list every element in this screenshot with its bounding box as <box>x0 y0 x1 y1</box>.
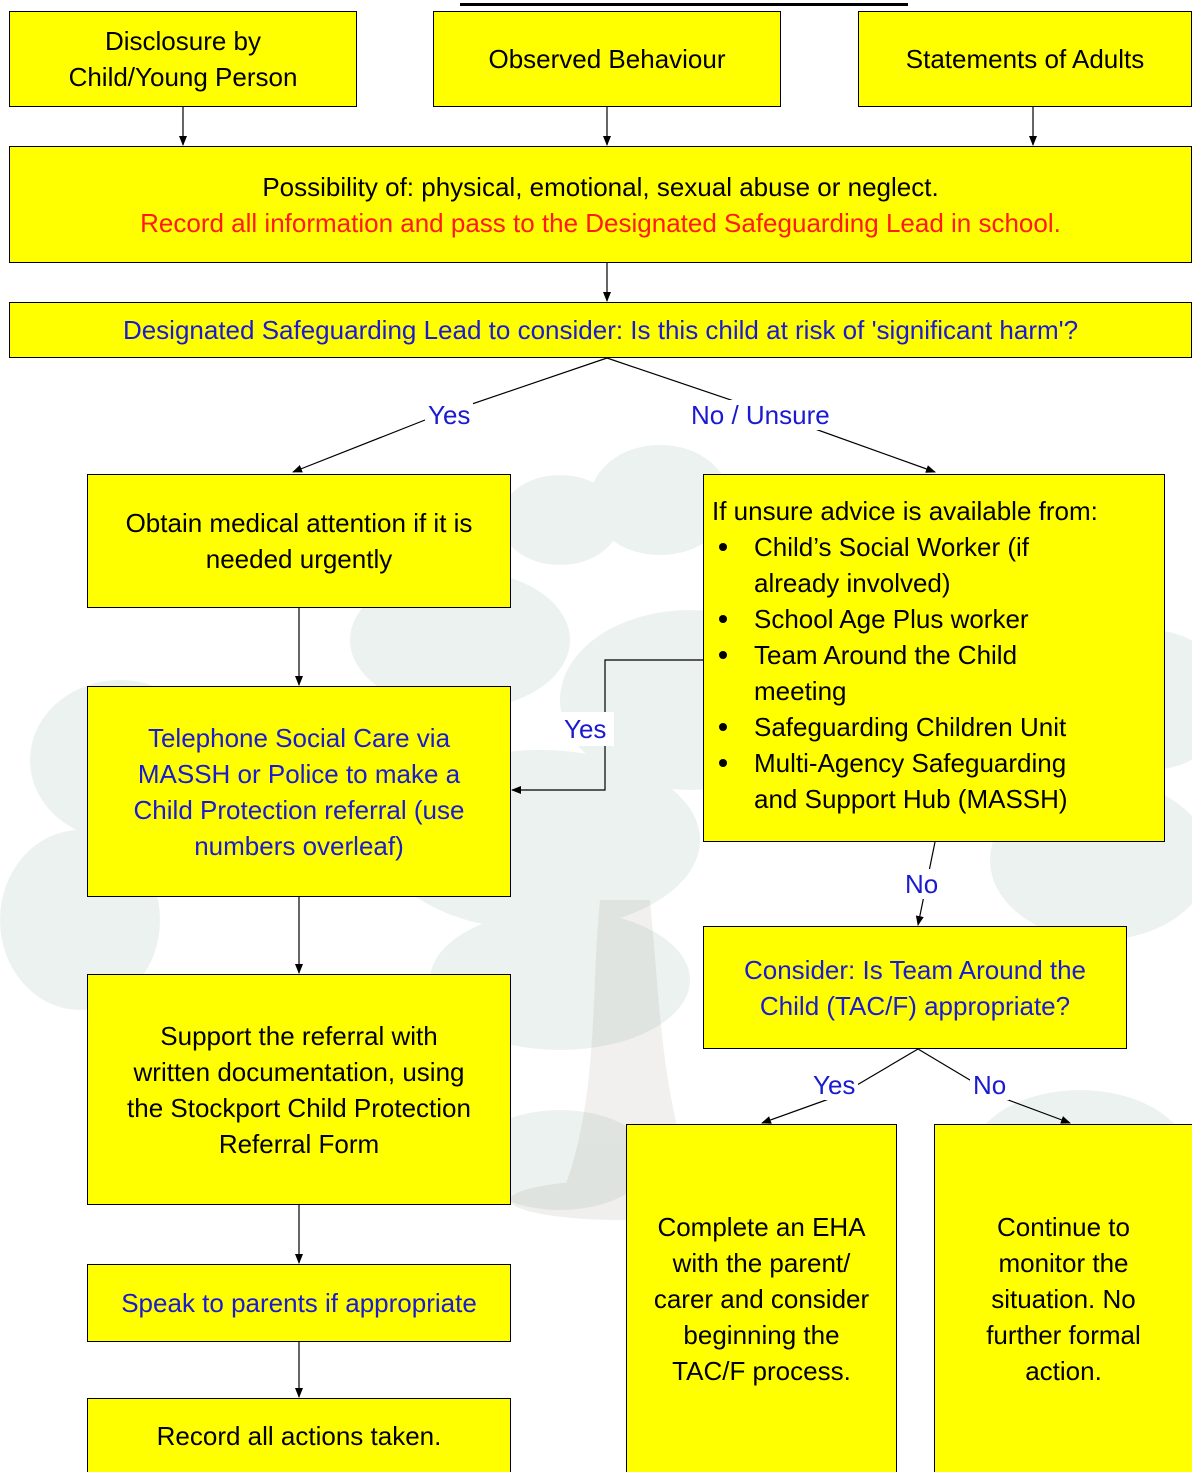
monitor-line-3: situation. No <box>991 1283 1136 1314</box>
record-actions-text: Record all actions taken. <box>156 1420 442 1451</box>
medical-line-1: Obtain medical attention if it is <box>125 508 473 538</box>
eha-line-3: carer and consider <box>653 1283 870 1314</box>
tac-question-line-1: Consider: Is Team Around the <box>743 954 1087 985</box>
telephone-line-1: Telephone Social Care via <box>147 722 451 753</box>
consider-harm-text: Designated Safeguarding Lead to consider… <box>122 315 1079 345</box>
advice-list: Child’s Social Worker (if already involv… <box>712 529 1158 817</box>
disclosure-line-1: Disclosure by <box>104 26 262 56</box>
disclosure-box: Disclosure by Child/Young Person <box>9 11 357 107</box>
advice-item-text: School Age Plus worker <box>754 604 1029 634</box>
telephone-line-3: Child Protection referral (use <box>133 794 465 825</box>
statements-text: Statements of Adults <box>905 44 1145 74</box>
advice-item-text: Team Around the Child <box>754 640 1018 670</box>
yes-label-main: Yes <box>425 400 474 430</box>
telephone-line-2: MASSH or Police to make a <box>137 758 461 789</box>
eha-line-5: TAC/F process. <box>672 1355 851 1386</box>
arrow-yes-to-medical <box>292 419 426 473</box>
eha-line-2: with the parent/ <box>672 1247 851 1278</box>
continue-monitor-box: Continue to monitor the situation. No fu… <box>934 1124 1192 1472</box>
support-line-1: Support the referral with <box>160 1020 438 1051</box>
advice-item: School Age Plus worker <box>712 601 1158 637</box>
no-label-tac: No <box>970 1070 1010 1100</box>
disclosure-line-2: Child/Young Person <box>68 62 298 92</box>
advice-item-text: Child’s Social Worker (if <box>754 532 1030 562</box>
monitor-line-5: action. <box>1025 1355 1102 1386</box>
monitor-line-2: monitor the <box>998 1247 1129 1278</box>
possibility-box: Possibility of: physical, emotional, sex… <box>9 146 1192 263</box>
complete-eha-box: Complete an EHA with the parent/ carer a… <box>626 1124 897 1472</box>
no-unsure-label: No / Unsure <box>688 400 833 430</box>
top-border-strip <box>460 0 908 6</box>
support-line-4: Referral Form <box>218 1128 380 1159</box>
advice-title: If unsure advice is available from: <box>712 496 1098 526</box>
speak-to-parents-text: Speak to parents if appropriate <box>121 1288 477 1318</box>
support-line-3: the Stockport Child Protection <box>127 1092 471 1123</box>
consider-harm-box: Designated Safeguarding Lead to consider… <box>9 302 1192 358</box>
telephone-line-4: numbers overleaf) <box>194 830 404 861</box>
medical-line-2: needed urgently <box>205 544 393 574</box>
tac-question-line-2: Child (TAC/F) appropriate? <box>759 990 1071 1021</box>
medical-attention-box: Obtain medical attention if it is needed… <box>87 474 511 608</box>
advice-item: Child’s Social Worker (if already involv… <box>712 529 1158 601</box>
possibility-instruction: Record all information and pass to the D… <box>140 207 1061 238</box>
yes-label-tac: Yes <box>810 1070 859 1100</box>
tac-question-box: Consider: Is Team Around the Child (TAC/… <box>703 926 1127 1049</box>
monitor-line-1: Continue to <box>997 1211 1130 1242</box>
advice-item: Safeguarding Children Unit <box>712 709 1158 745</box>
observed-behaviour-box: Observed Behaviour <box>433 11 781 107</box>
advice-item-text: Multi-Agency Safeguarding <box>754 748 1067 778</box>
record-actions-box: Record all actions taken. <box>87 1398 511 1472</box>
eha-line-1: Complete an EHA <box>657 1211 866 1242</box>
advice-box: If unsure advice is available from: Chil… <box>703 474 1165 842</box>
speak-to-parents-box: Speak to parents if appropriate <box>87 1264 511 1342</box>
advice-item-text: already involved) <box>754 568 951 598</box>
support-line-2: written documentation, using <box>133 1056 465 1087</box>
advice-item: Multi-Agency Safeguarding and Support Hu… <box>712 745 1158 817</box>
advice-item-text: and Support Hub (MASSH) <box>754 784 1068 814</box>
advice-item: Team Around the Child meeting <box>712 637 1158 709</box>
no-label-advice: No <box>902 869 942 899</box>
statements-box: Statements of Adults <box>858 11 1192 107</box>
telephone-referral-box: Telephone Social Care via MASSH or Polic… <box>87 686 511 897</box>
observed-behaviour-text: Observed Behaviour <box>488 44 726 74</box>
possibility-line-1: Possibility of: physical, emotional, sex… <box>262 171 939 202</box>
monitor-line-4: further formal <box>986 1319 1141 1350</box>
support-referral-box: Support the referral with written docume… <box>87 974 511 1205</box>
advice-item-text: meeting <box>754 676 847 706</box>
eha-line-4: beginning the <box>683 1319 840 1350</box>
advice-item-text: Safeguarding Children Unit <box>754 712 1067 742</box>
yes-label-advice: Yes <box>556 712 615 746</box>
